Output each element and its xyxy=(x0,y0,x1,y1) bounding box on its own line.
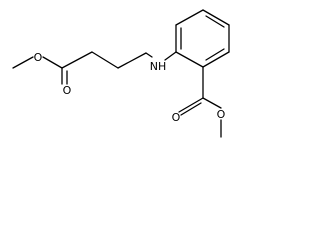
bond-carbonyl-to-oxygen-right xyxy=(202,97,222,109)
atom-label-oxygen-carbonyl-left: O xyxy=(63,84,72,97)
ring-bond-2 xyxy=(175,9,204,26)
bond-chain-2 xyxy=(91,51,119,69)
bond-methyl-to-oxygen-left xyxy=(12,56,34,69)
atom-label-amine: NH xyxy=(150,60,167,73)
bond-carbonyl-right-double xyxy=(180,102,202,116)
ring-bond-3 xyxy=(202,9,230,26)
bond-chain-3 xyxy=(117,52,147,69)
ring-bond-5 xyxy=(202,51,230,68)
atom-label-oxygen-methoxy-left: O xyxy=(34,51,43,64)
ring-inner-double-3 xyxy=(205,48,225,61)
bond-carbonyl-right-single xyxy=(178,97,204,113)
bond-chain-to-nitrogen xyxy=(145,52,153,58)
bond-nitrogen-to-ring xyxy=(164,51,177,61)
ring-bond-6 xyxy=(175,51,204,68)
bond-chain-1 xyxy=(61,51,93,69)
chemical-structure: O O NH O O xyxy=(12,9,230,138)
ring-inner-double-2 xyxy=(205,15,225,28)
bond-oxygen-to-carbonyl-left xyxy=(42,56,63,69)
atom-label-oxygen-carbonyl-right: O xyxy=(172,111,181,124)
atom-label-oxygen-methoxy-right: O xyxy=(217,108,226,121)
